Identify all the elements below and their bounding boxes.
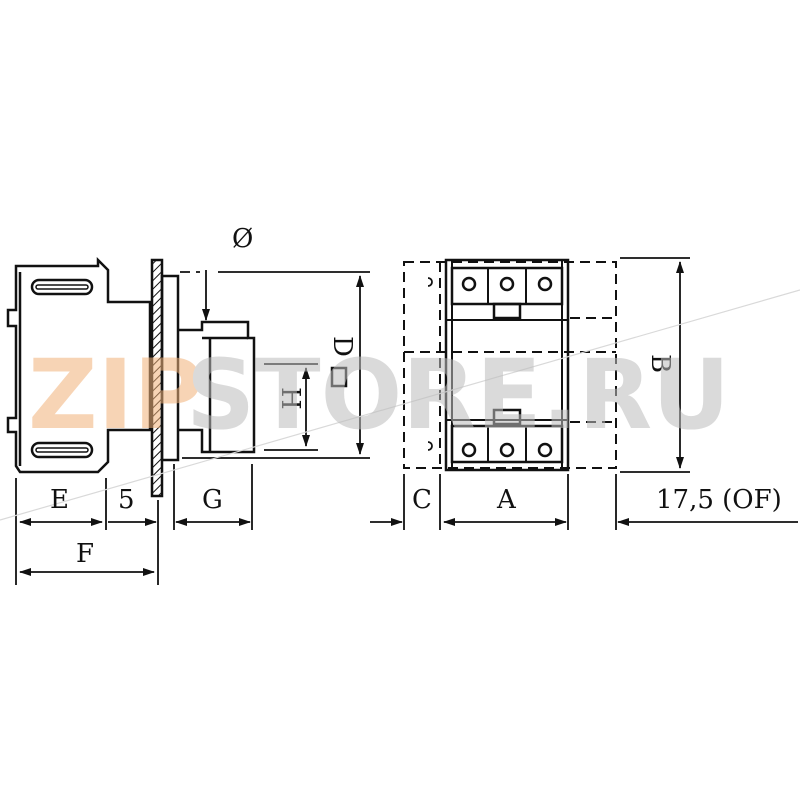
front-dimensions [0, 257, 800, 530]
label-B: B [645, 354, 675, 373]
top-slot-inner [35, 284, 89, 290]
top-slot [30, 278, 94, 296]
label-H: H [275, 387, 305, 410]
top-screw-1 [461, 276, 477, 292]
bottom-slot [30, 441, 94, 459]
label-E: E [50, 485, 69, 515]
bottom-slot-inner [35, 447, 89, 453]
watermark-suffix: STORE.RU [186, 339, 730, 451]
label-F: F [76, 539, 94, 569]
switch-body-outline [6, 256, 152, 474]
accessory-outline-dashed [403, 261, 617, 469]
top-tab [492, 302, 522, 320]
top-screw-3 [537, 276, 553, 292]
label-G: G [202, 485, 223, 515]
bottom-terminal-block [450, 424, 564, 464]
bottom-screw-2 [499, 442, 515, 458]
dimension-labels: Ø D H E 5 G F C A B 17,5 (OF) [50, 224, 782, 569]
knob-outline [178, 320, 256, 454]
top-screw-2 [499, 276, 515, 292]
label-D: D [327, 336, 357, 357]
front-view [403, 258, 617, 472]
device-front-outline [444, 258, 570, 472]
label-C: C [412, 485, 432, 515]
top-terminal-block [450, 266, 564, 306]
label-OF: 17,5 (OF) [656, 485, 782, 515]
label-A: A [496, 485, 517, 515]
side-dimensions [15, 270, 370, 585]
left-clip-bottom [427, 441, 433, 451]
watermark-diagonal-1 [0, 289, 800, 521]
side-view [6, 256, 348, 498]
bottom-tab [492, 408, 522, 426]
square-symbol [330, 366, 348, 388]
label-diameter: Ø [232, 224, 253, 254]
label-5: 5 [118, 485, 135, 515]
front-flange [160, 274, 180, 462]
watermark: ZIP STORE.RU [28, 339, 730, 451]
watermark-prefix: ZIP [28, 339, 204, 451]
left-clip-top [427, 277, 433, 287]
bottom-screw-1 [461, 442, 477, 458]
bottom-screw-3 [537, 442, 553, 458]
